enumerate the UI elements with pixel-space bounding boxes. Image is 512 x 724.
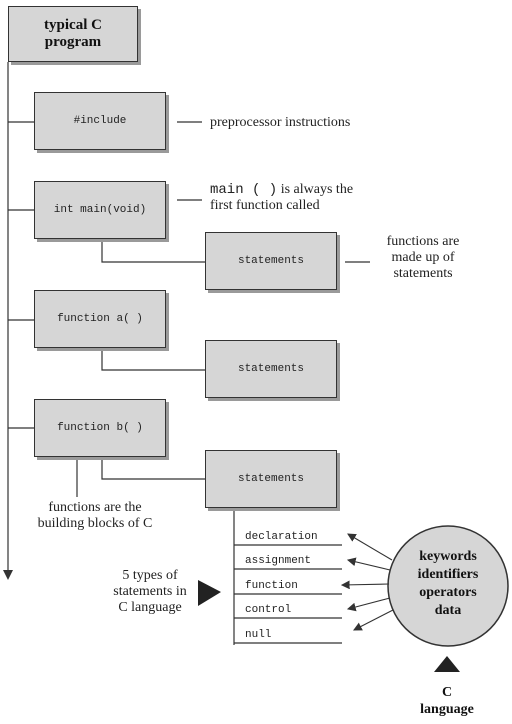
circle-item-data: data [434, 603, 462, 618]
statements-box-2: statements [205, 340, 337, 398]
program-title-line1: typical C [44, 17, 102, 33]
statement-type-control: control [245, 604, 292, 616]
circle-item-operators: operators [419, 585, 477, 600]
function-a-label: function a( ) [57, 313, 143, 325]
building-blocks-line1: functions are the [48, 500, 142, 515]
functions-made-line1: functions are [386, 234, 460, 249]
main-function-label: int main(void) [53, 204, 147, 216]
main-note-line1: main ( ) is always the [210, 182, 353, 198]
spine-arrow-icon [3, 570, 13, 580]
pointer-up-triangle-icon [434, 656, 460, 672]
program-title-line2: program [44, 34, 102, 50]
main-note-rest: is always the [277, 182, 354, 197]
statements-label-3: statements [237, 473, 304, 485]
five-types-line3: C language [118, 600, 182, 615]
main-note: main ( ) is always the first function ca… [210, 182, 353, 214]
c-language-line2: language [420, 702, 474, 717]
preprocessor-note: preprocessor instructions [210, 115, 351, 130]
include-label: #include [73, 115, 127, 127]
statements-box-1: statements [205, 232, 337, 290]
five-types-note: 5 types of statements in C language [102, 568, 198, 616]
language-elements-list: keywords identifiers operators data [390, 548, 506, 620]
circle-item-identifiers: identifiers [417, 567, 479, 582]
statements-label-2: statements [237, 363, 304, 375]
language-elements-circle [387, 525, 509, 647]
five-types-line2: statements in [113, 584, 187, 599]
statement-type-assignment: assignment [245, 555, 312, 567]
functions-made-line3: statements [393, 266, 453, 281]
statement-type-null: null [245, 629, 272, 641]
c-language-label: C language [400, 684, 494, 718]
statements-box-3: statements [205, 450, 337, 508]
main-function-box: int main(void) [34, 181, 166, 239]
program-title-box: typical C program [8, 6, 138, 62]
statement-type-function: function [245, 580, 298, 592]
main-note-code: main ( ) [210, 182, 278, 198]
pointer-right-triangle-icon [198, 580, 221, 606]
include-box: #include [34, 92, 166, 150]
building-blocks-line2: building blocks of C [37, 516, 153, 531]
function-a-box: function a( ) [34, 290, 166, 348]
functions-made-note: functions are made up of statements [374, 234, 472, 282]
building-blocks-note: functions are the building blocks of C [20, 500, 170, 532]
function-b-box: function b( ) [34, 399, 166, 457]
main-note-line2: first function called [210, 198, 320, 213]
statement-type-declaration: declaration [245, 531, 318, 543]
functions-made-line2: made up of [391, 250, 455, 265]
c-language-line1: C [441, 685, 453, 700]
statements-label-1: statements [237, 255, 304, 267]
function-b-label: function b( ) [57, 422, 143, 434]
circle-item-keywords: keywords [419, 549, 477, 564]
five-types-line1: 5 types of [122, 568, 178, 583]
